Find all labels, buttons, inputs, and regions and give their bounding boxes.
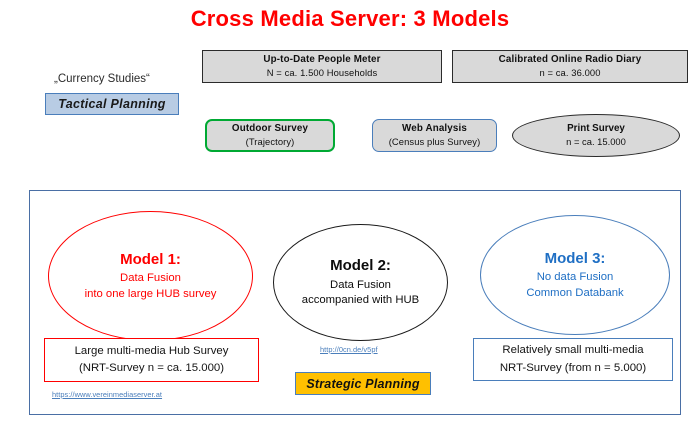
- model-heading: Model 3:: [544, 249, 606, 267]
- source-box-web-analysis: Web Analysis (Census plus Survey): [372, 119, 497, 152]
- source-box-people-meter: Up-to-Date People Meter N = ca. 1.500 Ho…: [202, 50, 442, 83]
- page-title: Cross Media Server: 3 Models: [190, 6, 510, 31]
- source-box-outdoor-survey: Outdoor Survey (Trajectory): [205, 119, 335, 152]
- model-heading: Model 2:: [330, 257, 391, 275]
- source-subtitle: N = ca. 1.500 Households: [266, 66, 378, 78]
- source-subtitle: (Trajectory): [245, 135, 295, 147]
- source-box-radio-diary: Calibrated Online Radio Diary n = ca. 36…: [452, 50, 688, 83]
- source-title: Web Analysis: [402, 122, 467, 134]
- source-title: Print Survey: [567, 122, 625, 134]
- tactical-planning-badge: Tactical Planning: [45, 93, 179, 115]
- source-subtitle: n = ca. 15.000: [566, 135, 626, 147]
- output-line-2: (NRT-Survey n = ca. 15.000): [78, 362, 225, 374]
- link-vereinmediaserver[interactable]: https://www.vereinmediaserver.at: [52, 390, 163, 399]
- source-title: Calibrated Online Radio Diary: [498, 53, 642, 65]
- model-line-2: accompanied with HUB: [301, 294, 420, 307]
- currency-studies-label: „Currency Studies“: [54, 73, 150, 85]
- model-line-1: No data Fusion: [536, 271, 614, 284]
- output-box-hub-survey: Large multi-media Hub Survey (NRT-Survey…: [44, 338, 259, 382]
- link-shorturl[interactable]: http://0cn.de/v5pf: [320, 345, 378, 354]
- model-heading: Model 1:: [120, 250, 181, 268]
- strategic-planning-badge: Strategic Planning: [295, 372, 431, 395]
- source-title: Up-to-Date People Meter: [263, 53, 381, 65]
- output-line-2: NRT-Survey (from n = 5.000): [499, 361, 647, 374]
- source-subtitle: n = ca. 36.000: [539, 66, 601, 78]
- output-line-1: Relatively small multi-media: [502, 344, 644, 357]
- source-subtitle: (Census plus Survey): [388, 135, 481, 147]
- model-ellipse-1: Model 1: Data Fusion into one large HUB …: [48, 211, 253, 341]
- model-line-2: Common Databank: [526, 286, 624, 299]
- model-ellipse-2: Model 2: Data Fusion accompanied with HU…: [273, 224, 448, 341]
- model-line-1: Data Fusion: [120, 272, 181, 285]
- source-ellipse-print-survey: Print Survey n = ca. 15.000: [512, 114, 680, 157]
- output-line-1: Large multi-media Hub Survey: [74, 344, 229, 357]
- model-line-1: Data Fusion: [330, 278, 391, 291]
- model-ellipse-3: Model 3: No data Fusion Common Databank: [480, 215, 670, 335]
- model-line-2: into one large HUB survey: [84, 287, 217, 300]
- output-box-small-survey: Relatively small multi-media NRT-Survey …: [473, 338, 673, 381]
- source-title: Outdoor Survey: [231, 122, 309, 134]
